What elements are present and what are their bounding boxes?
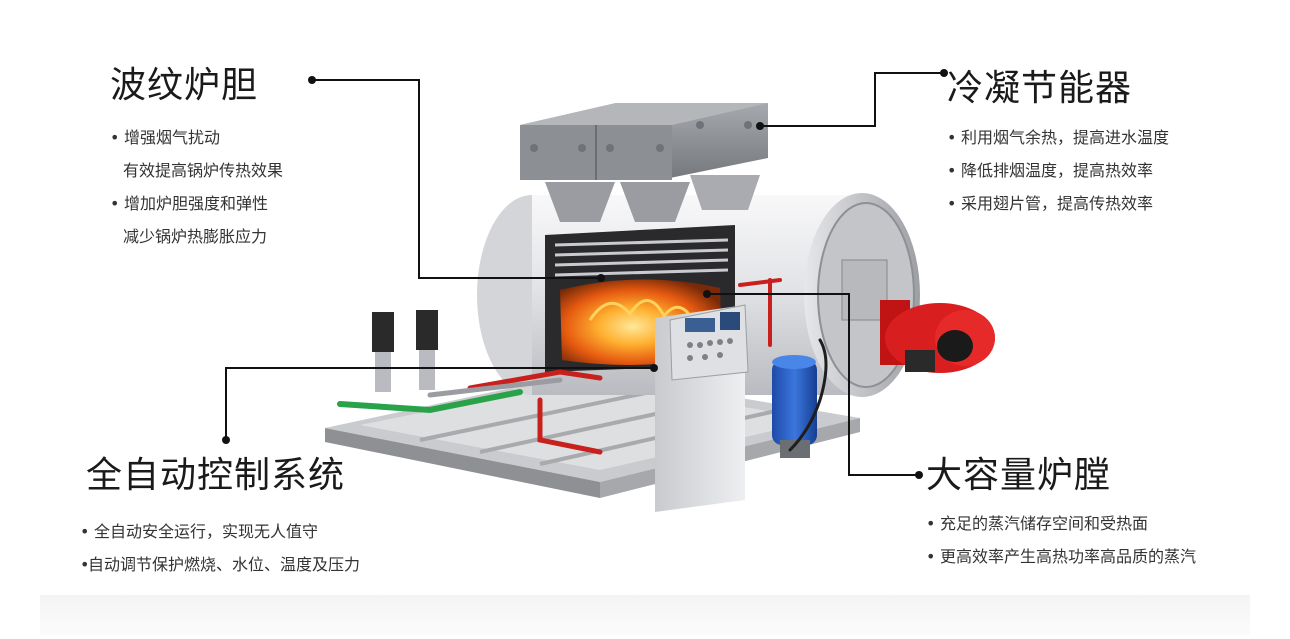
- feature-heading-large-furnace-chamber: 大容量炉膛: [926, 455, 1112, 496]
- list-item: •采用翅片管，提高传热效率: [947, 194, 1154, 213]
- list-item: •利用烟气余热，提高进水温度: [947, 128, 1170, 147]
- feature-list-condensing-economizer: •利用烟气余热，提高进水温度 •降低排烟温度，提高热效率 •采用翅片管，提高传热…: [947, 121, 1169, 220]
- control-panel: [655, 304, 749, 512]
- burner-icon: [841, 259, 995, 373]
- control-panel-screen-icon: [720, 312, 740, 330]
- list-item: •更高效率产生高热功率高品质的蒸汽: [926, 547, 1197, 566]
- floor-shadow: [40, 595, 1250, 635]
- feature-heading-corrugated-furnace: 波纹炉胆: [110, 65, 259, 106]
- condensing-economizer-unit: [520, 103, 768, 222]
- pipework: [337, 278, 828, 455]
- leader-dots: [222, 69, 948, 479]
- list-item: •全自动安全运行，实现无人值守: [80, 522, 319, 541]
- leader-lines: [225, 72, 944, 476]
- list-item: •充足的蒸汽储存空间和受热面: [926, 514, 1149, 533]
- list-item: 减少锅炉热膨胀应力: [123, 227, 268, 246]
- feature-heading-auto-control-system: 全自动控制系统: [86, 455, 346, 496]
- list-item: •自动调节保护燃烧、水位、温度及压力: [80, 555, 361, 574]
- feature-list-large-furnace-chamber: •充足的蒸汽储存空间和受热面 •更高效率产生高热功率高品质的蒸汽: [926, 507, 1196, 573]
- feature-list-corrugated-furnace: •增强烟气扰动 有效提高锅炉传热效果 •增加炉胆强度和弹性 减少锅炉热膨胀应力: [110, 121, 283, 253]
- pump-icon: [372, 310, 438, 392]
- list-item: •增强烟气扰动: [110, 128, 221, 147]
- feature-heading-condensing-economizer: 冷凝节能器: [947, 68, 1133, 109]
- water-tank: [772, 355, 817, 458]
- list-item: •降低排烟温度，提高热效率: [947, 161, 1154, 180]
- list-item: •增加炉胆强度和弹性: [110, 194, 269, 213]
- list-item: 有效提高锅炉传热效果: [123, 161, 284, 180]
- feature-list-auto-control-system: •全自动安全运行，实现无人值守 •自动调节保护燃烧、水位、温度及压力: [80, 515, 360, 581]
